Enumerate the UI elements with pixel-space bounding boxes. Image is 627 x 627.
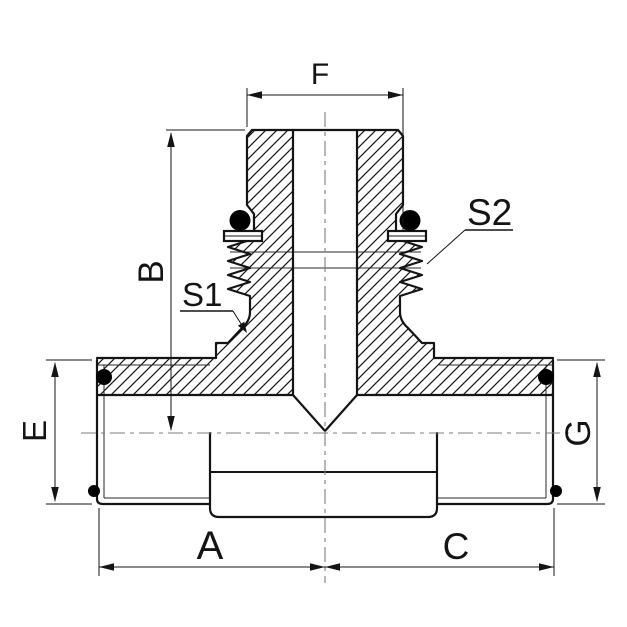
dim-b-arrow-bottom [167,416,175,431]
dim-label-c: C [443,526,470,567]
leader-s2-line [426,229,466,265]
dim-label-s2: S2 [467,192,512,233]
o-ring-left-port-bottom [88,485,100,497]
leader-s1 [180,310,247,333]
dim-label-b: B [132,260,171,283]
dim-a [98,508,325,576]
dimension-labels: F B S1 S2 E G A C [16,58,598,568]
outlines [95,128,555,519]
dim-c-arrow-left [325,563,340,571]
dim-c [325,508,555,576]
dim-label-s1: S1 [182,276,222,313]
dim-c-arrow-right [539,563,554,571]
o-ring-stud-left [229,210,251,231]
dimensions [46,88,605,576]
seal-assembly [88,210,562,497]
dim-label-g: G [559,419,598,446]
dim-f-arrow-left [247,91,262,99]
dim-g [557,359,605,505]
leader-s2 [426,229,513,265]
dim-f [246,88,404,230]
dim-g-arrow-bottom [593,487,601,502]
dim-b [166,129,245,431]
outer-profile [95,128,555,360]
hatch-right-wall [357,130,553,395]
dim-e-arrow-top [51,362,59,377]
dim-b-arrow-top [167,132,175,147]
dim-e [46,359,92,505]
centerlines [81,112,573,583]
dim-e-arrow-bottom [51,487,59,502]
left-end-face [95,358,212,506]
dim-g-arrow-top [593,362,601,377]
dim-f-arrow-right [388,91,403,99]
dim-a-arrow-left [99,563,114,571]
dim-a-arrow-right [310,563,325,571]
thin-lines [97,251,553,499]
o-ring-right-port-bottom [550,485,562,497]
right-end-face [435,358,555,506]
dim-label-a: A [197,524,224,568]
dim-label-f: F [311,58,329,91]
o-ring-stud-right [399,210,421,231]
hex-block [208,431,439,519]
o-ring-left-port-top [96,369,112,385]
o-ring-right-port-top [538,369,554,385]
dim-label-e: E [16,420,53,442]
leader-s1-arrow [237,321,247,333]
